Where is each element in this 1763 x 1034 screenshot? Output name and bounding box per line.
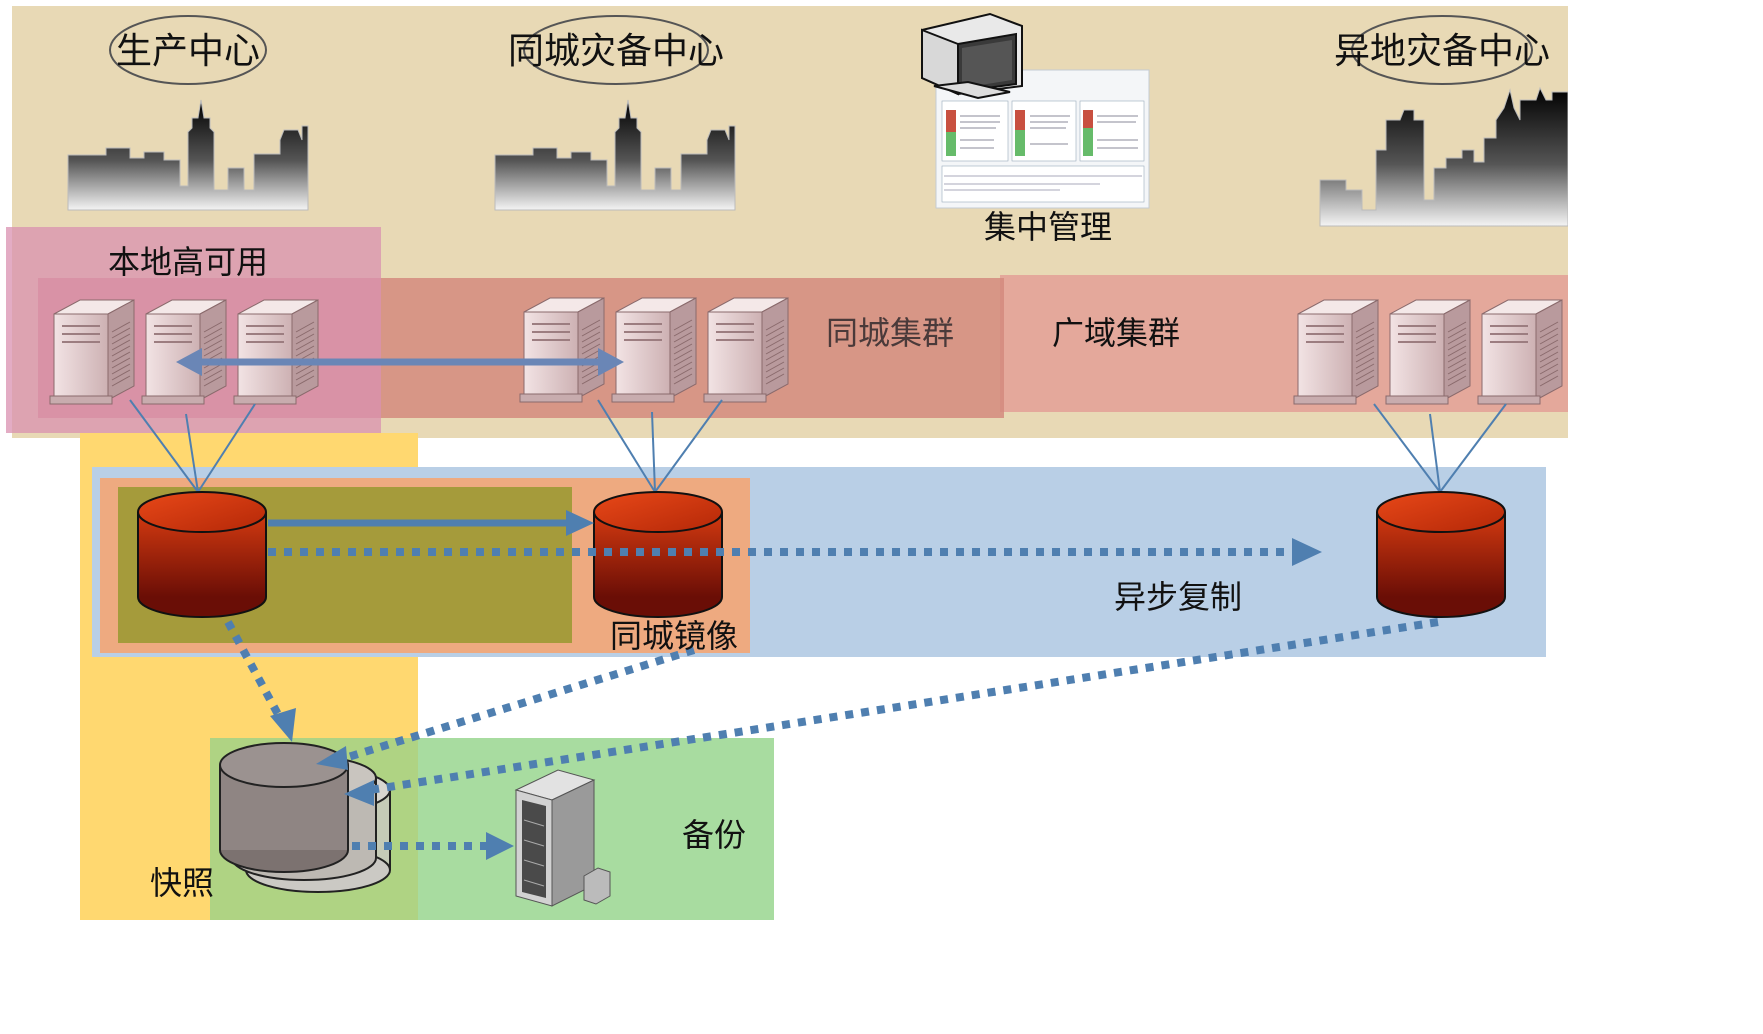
dr-architecture-diagram: 生产中心 同城灾备中心 异地灾备中心 集中管理 本地高可用 同城集群 广域集群 …	[6, 6, 1568, 920]
server-icon	[141, 299, 227, 405]
async-replication-label: 异步复制	[1114, 578, 1242, 616]
same-city-dr-label: 同城灾备中心	[508, 31, 724, 72]
mirror-arrow	[268, 510, 594, 536]
production-label-ellipse	[109, 15, 267, 85]
server-icon	[611, 297, 697, 403]
server-icon	[519, 297, 605, 403]
server-connectors	[129, 399, 1507, 493]
same-city-label-ellipse	[523, 15, 709, 85]
cluster-sync-arrow	[176, 348, 624, 376]
wide-area-cluster-label: 广域集群	[1052, 314, 1180, 352]
management-console-screenshot	[921, 12, 1150, 209]
snapshot-disks-icon	[219, 742, 391, 893]
remote-skyline-icon	[1319, 86, 1568, 227]
server-icon	[233, 299, 319, 405]
server-icon	[49, 299, 135, 405]
wide-area-cluster-band	[1000, 275, 1568, 412]
production-database-icon	[137, 491, 267, 618]
remote-label-ellipse	[1351, 15, 1533, 85]
same-city-mirror-label: 同城镜像	[610, 617, 738, 655]
snapshot-label: 快照	[150, 864, 214, 902]
server-icon	[1293, 299, 1379, 405]
remote-dr-label: 异地灾备中心	[1334, 31, 1550, 72]
server-icon	[703, 297, 789, 403]
snapshot-arrows	[224, 618, 1439, 850]
backup-label: 备份	[682, 816, 746, 854]
server-icon	[1385, 299, 1471, 405]
central-mgmt-label: 集中管理	[984, 208, 1112, 246]
async-replication-arrow	[268, 538, 1322, 566]
server-icon	[1477, 299, 1563, 405]
backup-storage-icon	[514, 769, 611, 907]
remote-database-icon	[1376, 491, 1506, 618]
local-ha-label: 本地高可用	[108, 243, 268, 281]
same-city-cluster-label: 同城集群	[826, 314, 954, 352]
production-center-label: 生产中心	[116, 31, 260, 72]
